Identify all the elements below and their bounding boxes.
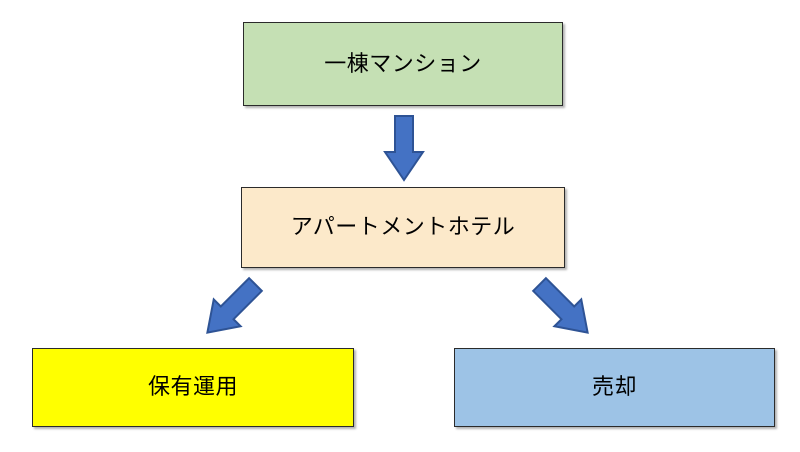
arrow-down-icon xyxy=(383,115,425,182)
flow-node-hold-and-operate[interactable]: 保有運用 xyxy=(32,348,354,427)
flow-node-sell[interactable]: 売却 xyxy=(454,348,775,427)
arrow-down-left-icon xyxy=(206,276,264,334)
flow-node-label: 一棟マンション xyxy=(324,50,482,76)
flow-node-label: 売却 xyxy=(591,374,637,400)
flow-node-apartment-hotel[interactable]: アパートメントホテル xyxy=(241,187,565,268)
arrow-down-right-icon xyxy=(531,276,589,334)
flow-node-label: 保有運用 xyxy=(147,374,238,400)
flow-node-label: アパートメントホテル xyxy=(290,214,516,240)
flow-node-ikkuber-mansion[interactable]: 一棟マンション xyxy=(243,22,563,106)
